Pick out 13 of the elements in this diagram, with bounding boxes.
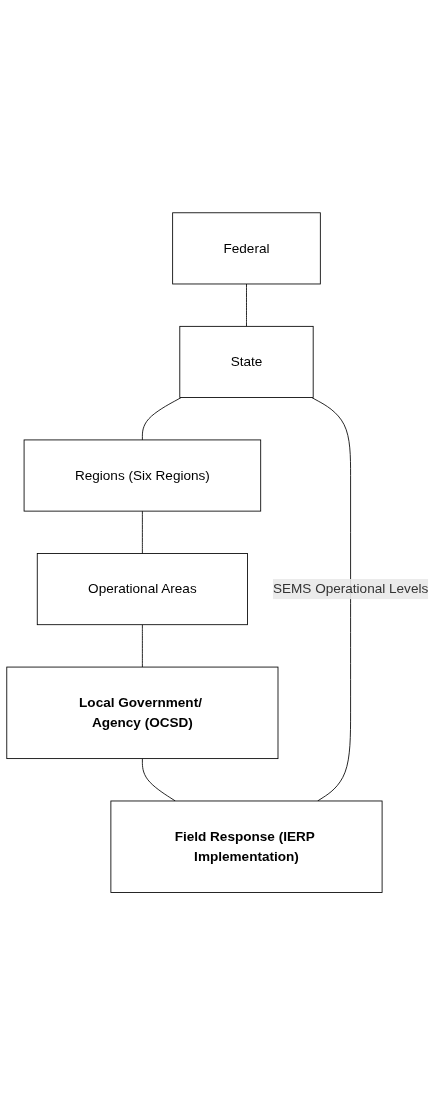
connector bbox=[311, 396, 351, 802]
connector bbox=[141, 396, 182, 441]
connector bbox=[141, 758, 176, 802]
edge-label: SEMS Operational Levels bbox=[272, 581, 429, 596]
connector bbox=[141, 624, 143, 668]
node-box: Federal bbox=[172, 212, 321, 285]
node-box: Field Response (IERP Implementation) bbox=[110, 800, 383, 893]
node-box: Operational Areas bbox=[36, 552, 248, 625]
connector bbox=[141, 510, 143, 554]
node-box: State bbox=[179, 325, 314, 398]
node-box: Local Government/ Agency (OCSD) bbox=[6, 666, 279, 759]
node-box: Regions (Six Regions) bbox=[23, 439, 262, 512]
connector bbox=[246, 283, 247, 327]
